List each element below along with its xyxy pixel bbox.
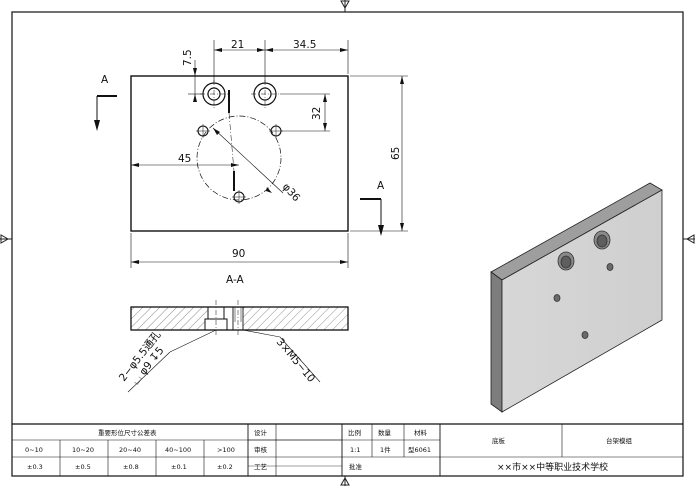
header-scale: 比例 [348,428,361,437]
value-quantity: 1件 [380,445,391,454]
tolerance-1: ±0.5 [75,463,91,471]
value-scale: 1:1 [350,446,360,454]
dimension-arrowheads [131,48,404,264]
role-approve: 批准 [349,462,363,471]
dim-21: 21 [231,39,244,51]
range-1: 10~20 [72,446,94,454]
plate-outline [130,75,349,232]
dim-34-5: 34.5 [293,39,316,51]
top-view: A A [94,39,408,268]
dim-65: 65 [390,147,402,160]
dim-90: 90 [232,248,245,260]
dimension-lines [130,40,408,268]
dim-32: 32 [311,107,323,120]
tolerance-4: ±0.2 [217,463,233,471]
iso-front-face [501,189,663,413]
range-0: 0~10 [25,446,43,454]
dim-45: 45 [178,153,191,165]
section-arrow-right: A [360,180,385,236]
threaded-hole-bottom [232,190,246,204]
section-letter-left: A [101,74,109,86]
section-arrow-left: A [94,74,117,131]
threaded-hole-left [196,124,210,138]
range-2: 20~40 [119,446,141,454]
iso-holes [553,230,614,339]
value-material: 型6061 [408,445,431,454]
role-review: 审核 [254,445,268,454]
section-title: A-A [226,274,245,286]
counterbored-hole-right [251,80,279,108]
range-4: >100 [217,446,235,454]
tolerance-0: ±0.3 [27,463,43,471]
section-letter-right: A [377,180,385,192]
assembly-name: 台架模组 [606,436,633,445]
school-name: ××市××中等职业技术学校 [497,461,608,473]
header-material: 材料 [414,428,428,437]
role-process: 工艺 [254,463,268,471]
threaded-hole-right [269,124,283,138]
tolerance-table-title: 重要形位尺寸公差表 [98,428,157,437]
section-plate-outline [130,306,349,331]
dim-phi36: φ36 [280,181,303,204]
section-cut-path [228,90,235,191]
title-block: 重要形位尺寸公差表 0~10 10~20 20~40 40~100 >100 ±… [12,423,683,476]
part-name: 底板 [492,436,506,445]
tolerance-2: ±0.8 [123,463,139,471]
tolerance-3: ±0.1 [171,463,187,471]
range-3: 40~100 [165,446,191,454]
section-view: A-A 2−φ5.5通孔 ⌴ φ9 ↧5 3×M5−10 [116,274,349,393]
role-design: 设计 [254,428,268,437]
iso-side-face [490,271,503,413]
isometric-view [490,182,663,413]
bolt-circle-centerline [196,115,282,201]
note-thread: 3×M5−10 [274,336,318,385]
dim-7-5: 7.5 [182,49,194,66]
header-quantity: 数量 [378,428,392,437]
counterbored-hole-left [200,80,228,108]
